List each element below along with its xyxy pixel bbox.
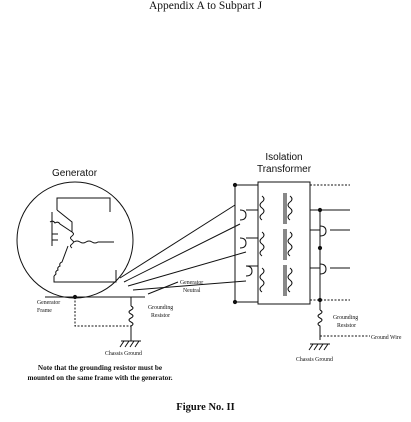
label-generator: Generator <box>52 168 98 179</box>
mounting-note-line-2: mounted on the same frame with the gener… <box>27 374 173 382</box>
label-grounding-resistor-right-1: Grounding <box>333 315 358 321</box>
label-isolation: Isolation <box>265 152 302 163</box>
label-transformer: Transformer <box>257 164 312 175</box>
grounding-resistor-left <box>74 297 134 341</box>
label-generator-neutral-1: Generator <box>180 280 203 286</box>
mounting-note: Note that the grounding resistor must be… <box>0 363 200 383</box>
transformer-coils <box>259 193 293 296</box>
label-grounding-resistor-left-1: Grounding <box>148 305 173 311</box>
label-generator-frame-1: Generator <box>37 300 60 306</box>
page-header: Appendix A to Subpart J <box>148 0 263 12</box>
primary-bus <box>232 182 258 305</box>
secondary-outputs <box>310 184 350 303</box>
mounting-note-line-1: Note that the grounding resistor must be <box>37 364 163 372</box>
label-generator-neutral-2: Neutral <box>183 288 201 294</box>
label-grounding-resistor-left-2: Resistor <box>151 313 170 319</box>
grounding-resistor-right <box>317 300 370 340</box>
label-chassis-ground-right: Chassis Ground <box>296 357 333 363</box>
generator-windings <box>49 197 117 283</box>
chassis-ground-left-symbol <box>119 340 141 348</box>
feeder-lines <box>119 204 247 291</box>
chassis-ground-right-symbol <box>308 343 330 351</box>
label-chassis-ground-left: Chassis Ground <box>105 351 142 357</box>
label-generator-frame-2: Frame <box>37 308 52 314</box>
figure-caption: Figure No. II <box>176 402 235 413</box>
label-grounding-resistor-right-2: Resistor <box>337 323 356 329</box>
isolation-transformer-enclosure <box>257 181 311 305</box>
label-ground-wire: Ground Wire <box>371 335 402 341</box>
